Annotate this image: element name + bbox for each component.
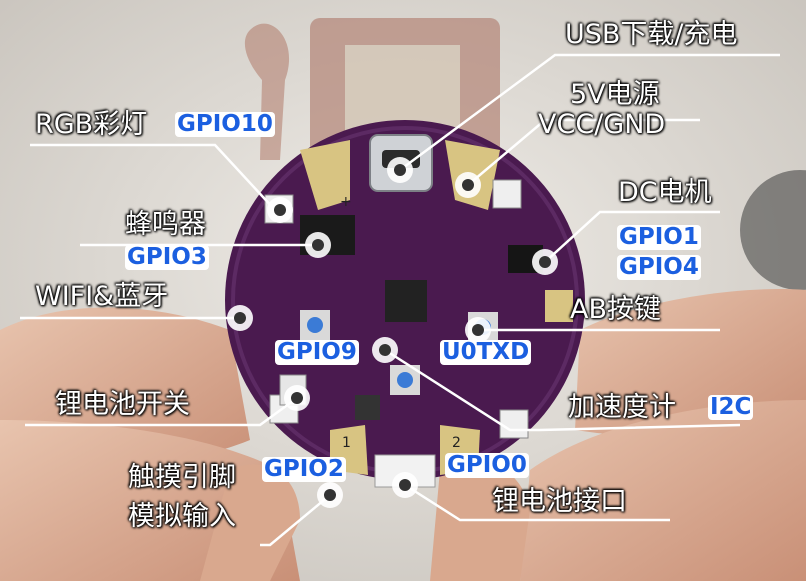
rgb-led-3 — [499, 409, 529, 439]
gpio-rgb: GPIO10 — [175, 111, 275, 137]
inductor — [355, 395, 380, 420]
gpio-ab-left: GPIO9 — [275, 339, 359, 365]
marker-rings — [227, 157, 558, 508]
label-rgb: RGB彩灯 — [35, 109, 148, 140]
gpio-buzzer: GPIO3 — [125, 244, 209, 270]
gpio-touch: GPIO2 — [262, 456, 346, 482]
gpio-motor-a: GPIO1 — [617, 224, 701, 250]
label-battery-connector: 锂电池接口 — [492, 486, 627, 517]
gpio-battery: GPIO0 — [445, 452, 529, 478]
background-board-right — [740, 170, 806, 290]
label-touch-pins: 触摸引脚 — [128, 462, 236, 493]
pad1-mark: 1 — [342, 435, 351, 451]
label-accelerometer: 加速度计 — [568, 392, 676, 423]
mcu-chip — [385, 280, 427, 322]
ab-pads — [545, 290, 573, 322]
gpio-motor-b: GPIO4 — [617, 254, 701, 280]
label-ab-buttons: AB按键 — [570, 294, 661, 325]
gpio-accelerometer: I2C — [708, 394, 754, 420]
label-battery-switch: 锂电池开关 — [55, 389, 190, 420]
label-power-vcc: VCC/GND — [538, 109, 666, 140]
pad-top-left — [300, 140, 350, 210]
pad2-mark: 2 — [452, 435, 461, 451]
label-buzzer: 蜂鸣器 — [125, 209, 206, 240]
label-power-5v: 5V电源 — [570, 79, 660, 110]
gpio-ab-right: U0TXD — [440, 339, 532, 365]
label-dc-motor: DC电机 — [618, 177, 712, 208]
label-wifi-bt: WIFI&蓝牙 — [35, 281, 169, 312]
label-analog-input: 模拟输入 — [128, 501, 236, 532]
leader-lines — [20, 53, 780, 547]
plus-mark: + — [340, 194, 352, 210]
label-usb: USB下载/充电 — [565, 19, 738, 50]
rgb-led-2 — [492, 179, 522, 209]
